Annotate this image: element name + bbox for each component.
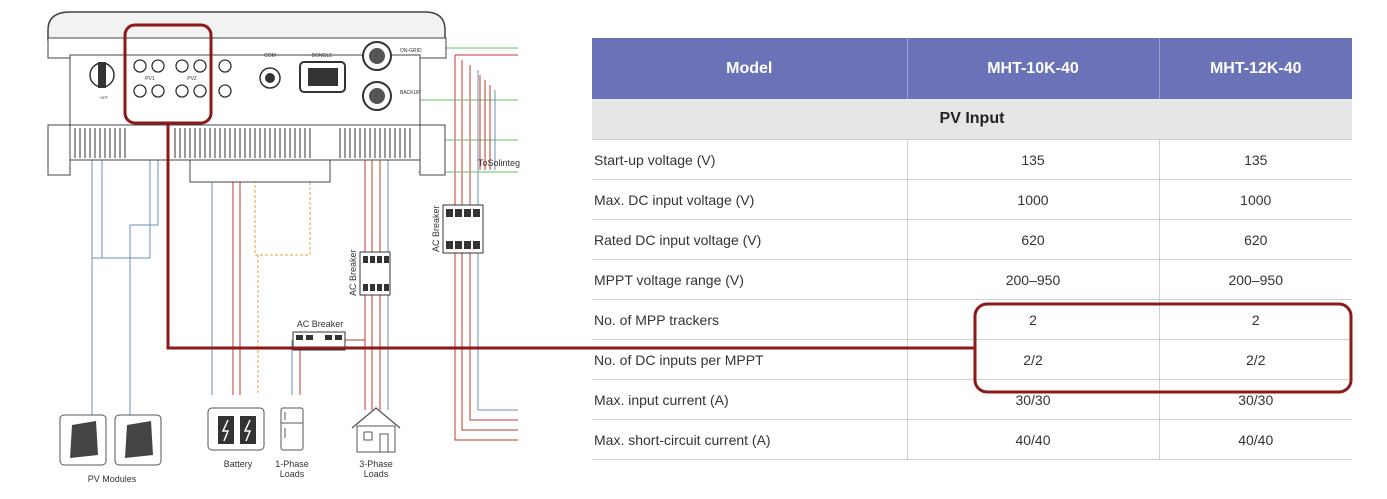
pv-modules-icon xyxy=(59,414,162,466)
value-cell: 1000 xyxy=(1159,179,1352,220)
param-cell: No. of MPP trackers xyxy=(592,299,908,340)
loads-1-phase-label-2: Loads xyxy=(280,469,305,479)
pv2-label: PV2 xyxy=(187,76,197,82)
loads-3-phase-label-1: 3-Phase xyxy=(359,459,393,469)
value-cell: 200–950 xyxy=(907,259,1160,300)
value-cell: 40/40 xyxy=(1159,419,1352,460)
param-cell: Max. DC input voltage (V) xyxy=(592,179,908,220)
ac-breaker-middle-label: AC Breaker xyxy=(348,249,358,296)
value-cell: 620 xyxy=(1159,219,1352,260)
ac-breaker-right-label: AC Breaker xyxy=(431,205,441,252)
value-cell: 1000 xyxy=(907,179,1160,220)
param-cell: MPPT voltage range (V) xyxy=(592,259,908,300)
value-cell: 30/30 xyxy=(1159,379,1352,420)
house-icon xyxy=(351,407,401,453)
off-label: OFF xyxy=(100,95,109,100)
header-mht-10k: MHT-10K-40 xyxy=(907,38,1160,99)
value-cell: 200–950 xyxy=(1159,259,1352,300)
loads-1-phase-label-1: 1-Phase xyxy=(275,459,309,469)
value-cell: 620 xyxy=(907,219,1160,260)
table-header-row: Model MHT-10K-40 MHT-12K-40 xyxy=(592,38,1352,99)
to-solinteg-label: ToSolinteg xyxy=(478,158,520,168)
loads-3-phase-label-2: Loads xyxy=(364,469,389,479)
com-label: COM xyxy=(264,53,276,59)
battery-icon xyxy=(207,407,265,451)
pv1-label: PV1 xyxy=(145,76,155,82)
param-cell: Max. input current (A) xyxy=(592,379,908,420)
refrigerator-icon xyxy=(280,407,304,451)
ac-breaker-left: AC Breaker xyxy=(292,319,346,351)
header-model: Model xyxy=(592,38,908,99)
ac-breaker-middle: AC Breaker xyxy=(348,249,391,296)
param-cell: Start-up voltage (V) xyxy=(592,139,908,180)
dongle-label: DONGLE xyxy=(311,53,333,59)
value-cell: 135 xyxy=(907,139,1160,180)
value-cell: 30/30 xyxy=(907,379,1160,420)
pv-input-spec-table: Model MHT-10K-40 MHT-12K-40 PV Input Sta… xyxy=(592,38,1352,460)
value-cell: 135 xyxy=(1159,139,1352,180)
inverter: OFF PV1 PV2 COM DONGLE ON-GRID BACKUP xyxy=(47,11,447,183)
param-cell: Rated DC input voltage (V) xyxy=(592,219,908,260)
section-row: PV Input xyxy=(592,99,1352,140)
value-cell: 2 xyxy=(907,299,1160,340)
header-mht-12k: MHT-12K-40 xyxy=(1159,38,1352,99)
value-cell: 2/2 xyxy=(1159,339,1352,380)
value-cell: 2/2 xyxy=(907,339,1160,380)
section-title: PV Input xyxy=(592,99,1352,140)
on-grid-label: ON-GRID xyxy=(400,48,422,54)
pv-modules-label: PV Modules xyxy=(88,474,137,484)
param-cell: Max. short-circuit current (A) xyxy=(592,419,908,460)
battery-label: Battery xyxy=(224,459,253,469)
value-cell: 2 xyxy=(1159,299,1352,340)
ac-breaker-left-label: AC Breaker xyxy=(297,319,344,329)
value-cell: 40/40 xyxy=(907,419,1160,460)
param-cell: No. of DC inputs per MPPT xyxy=(592,339,908,380)
ac-breaker-right: AC Breaker xyxy=(431,204,484,254)
backup-label: BACKUP xyxy=(400,90,421,96)
